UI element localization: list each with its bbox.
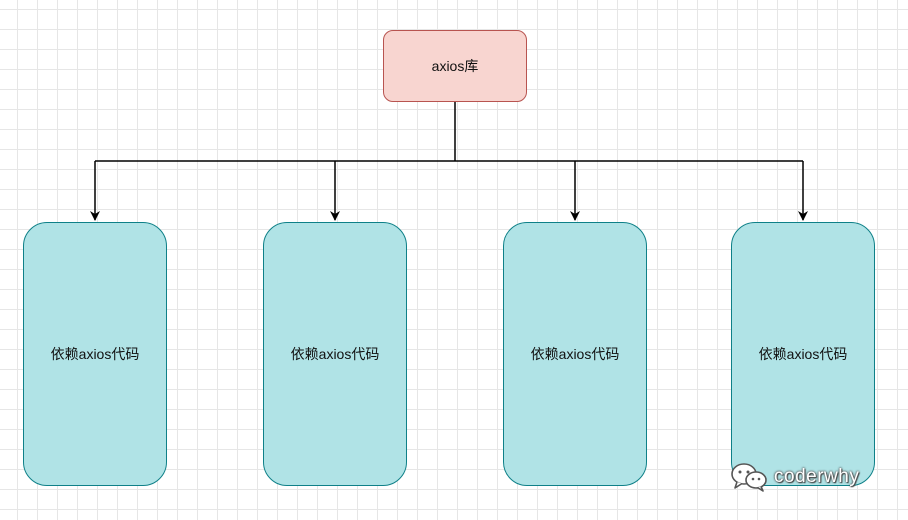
dependent-code-node-2[interactable]: 依赖axios代码 <box>263 222 407 486</box>
wechat-icon <box>731 463 767 492</box>
dependent-code-label-1: 依赖axios代码 <box>50 346 140 362</box>
watermark-text: coderwhy <box>774 466 860 487</box>
dependent-code-node-1[interactable]: 依赖axios代码 <box>23 222 167 486</box>
dependent-code-node-4[interactable]: 依赖axios代码 <box>731 222 875 486</box>
dependent-code-label-4: 依赖axios代码 <box>758 346 848 362</box>
watermark: coderwhy <box>730 462 859 492</box>
dependent-code-label-3: 依赖axios代码 <box>530 346 620 362</box>
dependent-code-node-3[interactable]: 依赖axios代码 <box>503 222 647 486</box>
axios-library-label: axios库 <box>431 58 479 74</box>
dependent-code-label-2: 依赖axios代码 <box>290 346 380 362</box>
axios-library-node[interactable]: axios库 <box>383 30 527 102</box>
